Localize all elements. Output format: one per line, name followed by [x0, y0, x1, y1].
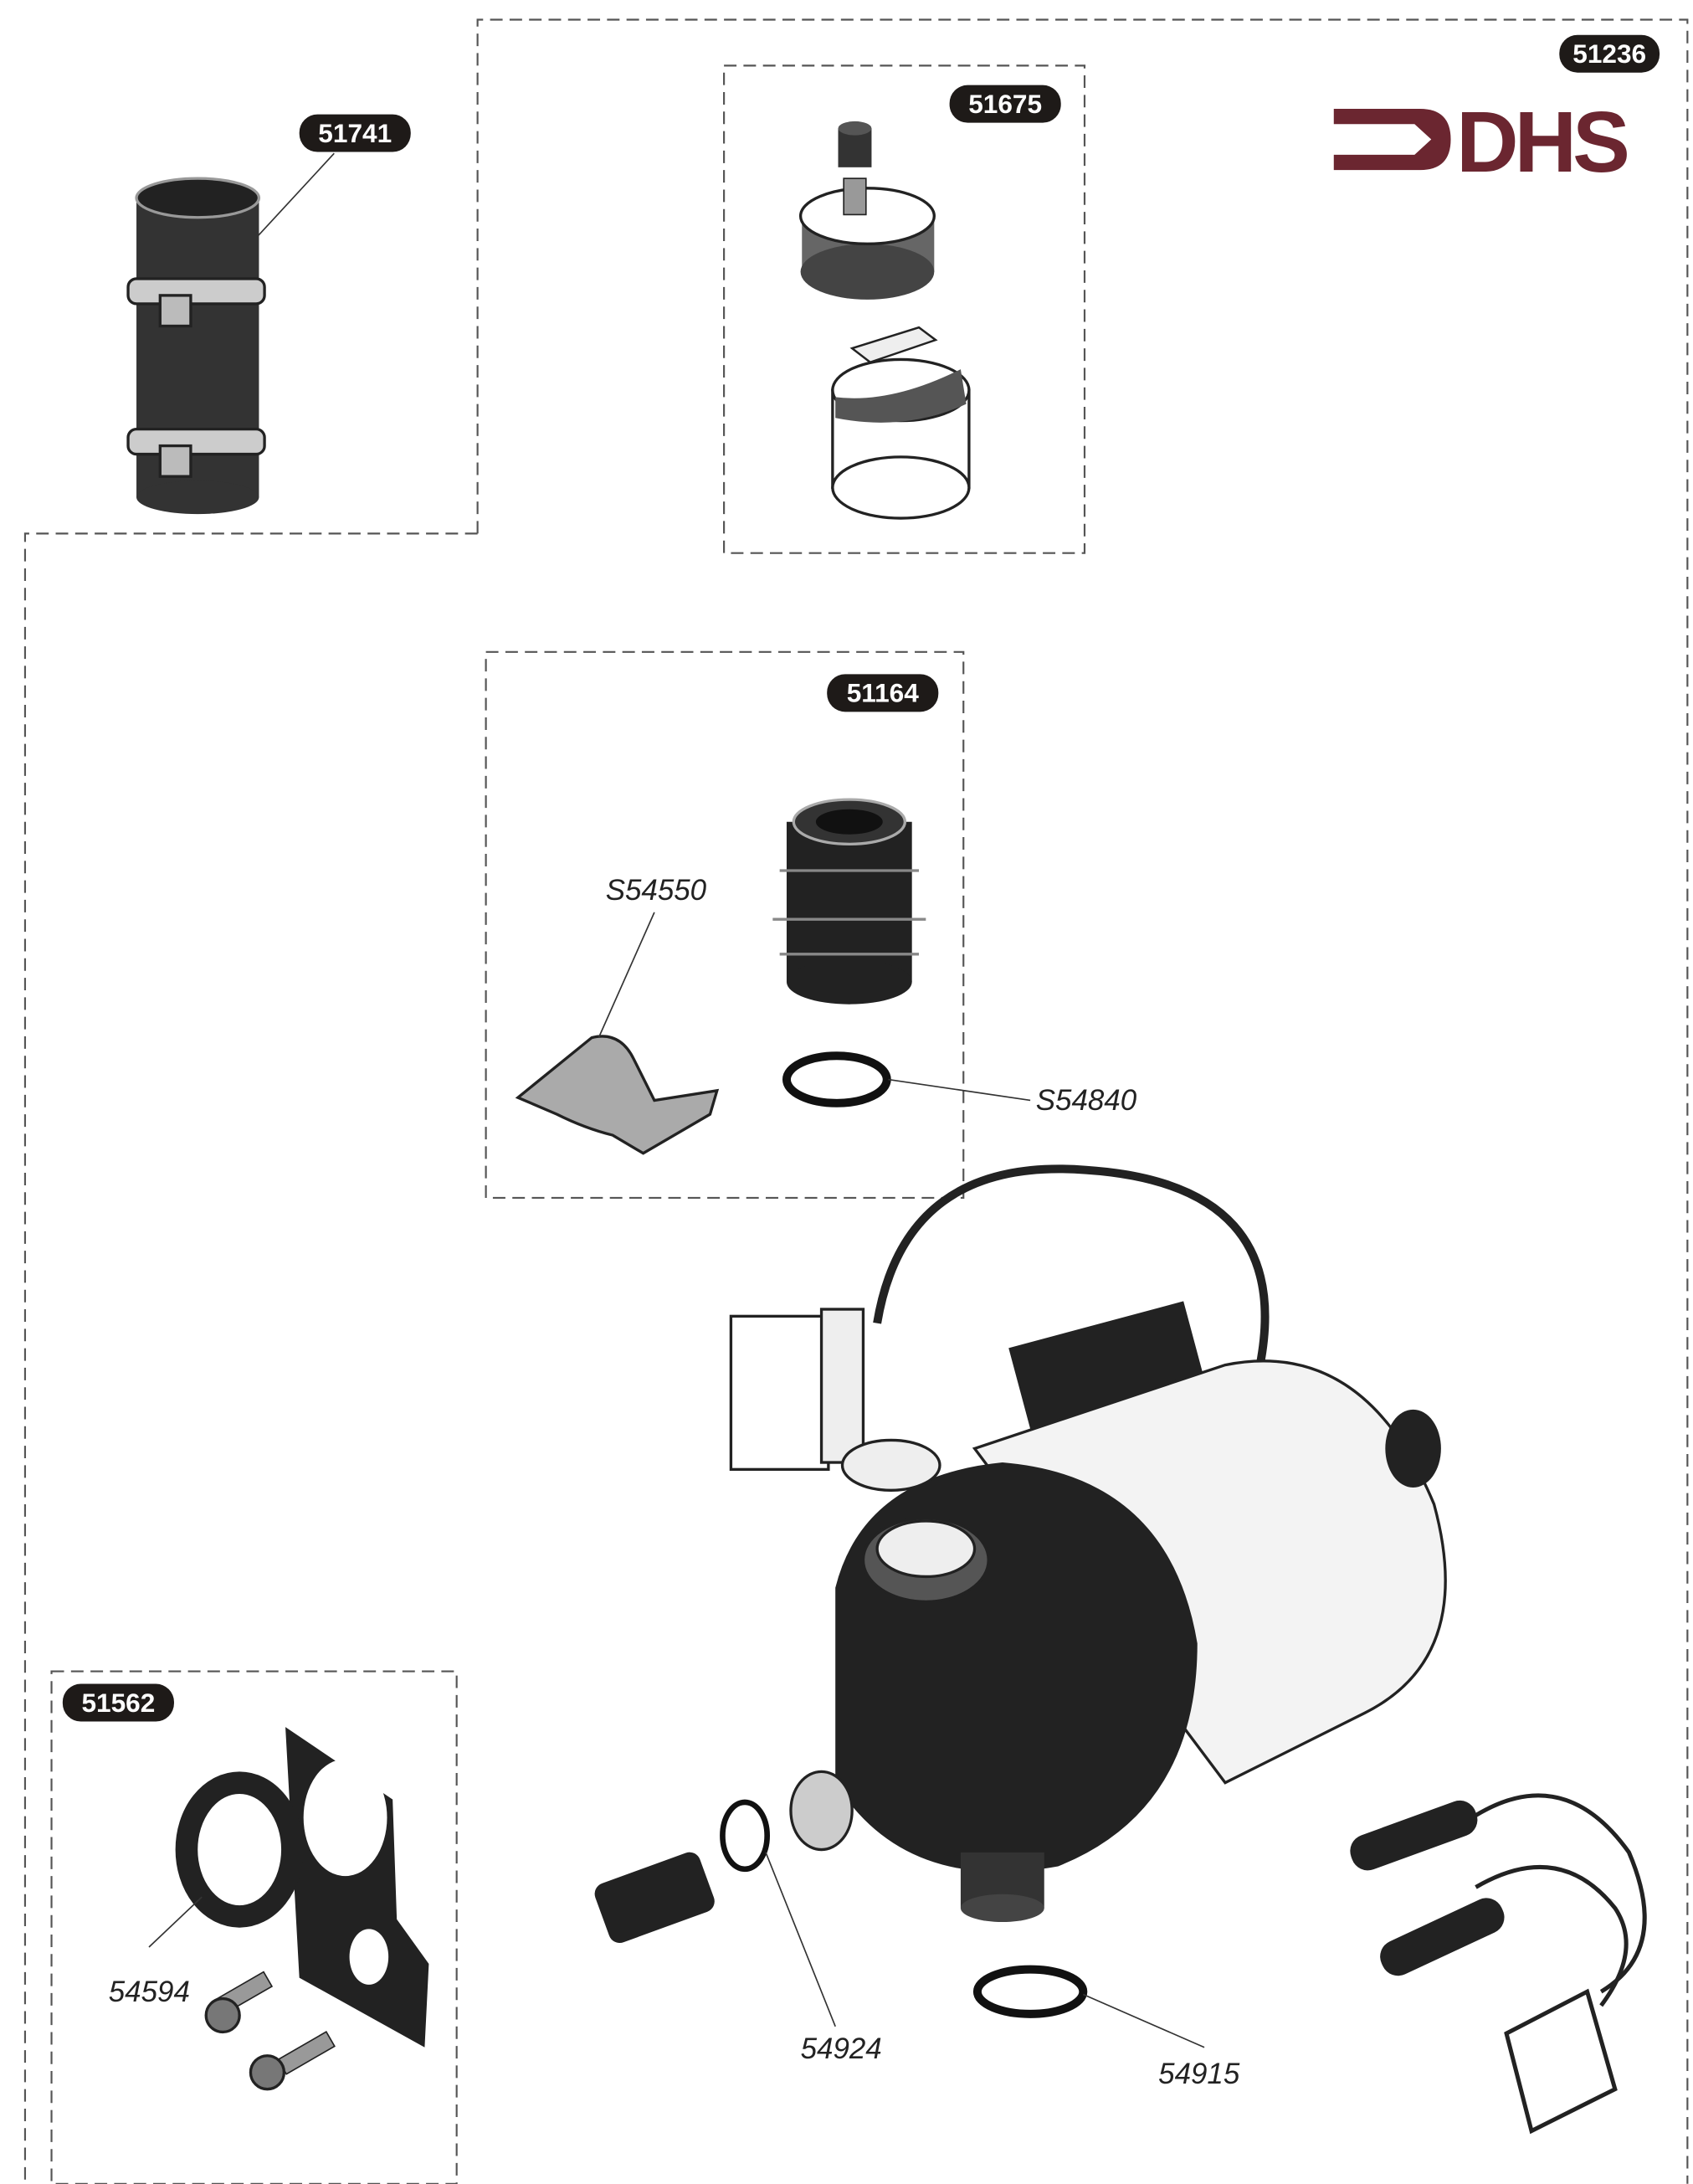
- drain-plug-icon: [594, 1852, 715, 1944]
- kit-51164: 51164 S54550 S54840: [485, 650, 1137, 1200]
- kit-51562: 51562 54594: [50, 1670, 458, 2184]
- fitting-icon: [772, 798, 926, 1005]
- part-label-54915[interactable]: 54915: [1158, 2058, 1240, 2090]
- kit-id: 51236: [1572, 39, 1646, 69]
- kit-badge-51164[interactable]: 51164: [827, 674, 939, 712]
- pump-icon: [729, 1164, 1447, 1923]
- clip-icon: [515, 1035, 720, 1155]
- kit-id: 51164: [847, 678, 920, 708]
- kit-badge-51562[interactable]: 51562: [62, 1683, 174, 1722]
- kit-id: 51562: [81, 1688, 155, 1718]
- part-label-s54550[interactable]: S54550: [606, 874, 707, 907]
- kit-51741: 51741: [126, 114, 411, 515]
- o-ring-54924-icon: [720, 1799, 770, 1873]
- kit-badge-51741[interactable]: 51741: [299, 114, 411, 152]
- part-label-54924[interactable]: 54924: [801, 2032, 882, 2065]
- kit-51675: 51675: [723, 64, 1086, 554]
- kit-51236-boundary: [23, 18, 1689, 2184]
- seal-ring-icon: [175, 1771, 304, 1928]
- bracket-icon: [285, 1727, 429, 2048]
- kit-badge-51675[interactable]: 51675: [949, 85, 1061, 123]
- part-label-s54840[interactable]: S54840: [1036, 1084, 1137, 1117]
- knob-icon: [798, 121, 936, 300]
- sensor-cable-icon: [1350, 1793, 1647, 2135]
- o-ring-54915-icon: [972, 1965, 1088, 2018]
- screw-icon: [204, 1971, 336, 2091]
- kit-id: 51741: [318, 118, 392, 148]
- logo-text: DHS: [1456, 94, 1627, 190]
- kit-id: 51675: [968, 89, 1042, 119]
- part-label-54594[interactable]: 54594: [109, 1976, 190, 2008]
- sensor-icon: [831, 326, 971, 520]
- hose-icon: [126, 177, 266, 515]
- kit-badge-51236[interactable]: 51236: [1559, 34, 1660, 73]
- o-ring-icon: [782, 1051, 891, 1107]
- dhs-logo: DHS: [1333, 94, 1631, 190]
